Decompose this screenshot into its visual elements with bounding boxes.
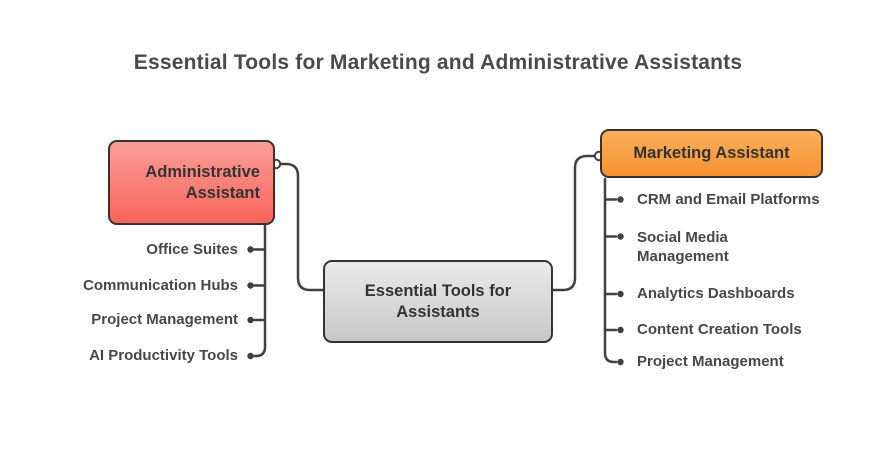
branch-dot	[617, 326, 624, 334]
node-root-essential-tools: Essential Tools for Assistants	[323, 260, 553, 343]
leaf-crm-email-platforms: CRM and Email Platforms	[637, 191, 820, 208]
marketing-branch-spine	[603, 177, 618, 364]
branch-dot	[617, 196, 624, 203]
node-label: Administrative Assistant	[145, 162, 260, 202]
node-label: Marketing Assistant	[633, 144, 790, 162]
leaf-communication-hubs: Communication Hubs	[82, 277, 238, 294]
leaf-project-management-marketing: Project Management	[637, 353, 784, 370]
node-marketing-assistant: Marketing Assistant	[600, 129, 823, 178]
leaf-office-suites: Office Suites	[146, 241, 238, 258]
leaf-project-management-admin: Project Management	[91, 311, 238, 328]
leaf-analytics-dashboards: Analytics Dashboards	[637, 285, 795, 302]
branch-dot	[247, 316, 254, 324]
branch-dot	[247, 352, 254, 360]
diagram-title: Essential Tools for Marketing and Admini…	[133, 51, 743, 74]
leaf-social-media-management: Social Media Management	[637, 229, 729, 265]
node-administrative-assistant: Administrative Assistant	[108, 140, 275, 225]
connector-root-to-marketing	[551, 154, 599, 292]
node-label: Essential Tools for Assistants	[364, 281, 512, 321]
leaf-content-creation-tools: Content Creation Tools	[637, 321, 802, 338]
branch-dot	[617, 233, 624, 240]
branch-dot	[247, 282, 254, 289]
leaf-ai-productivity-tools: AI Productivity Tools	[89, 347, 238, 364]
branch-dot	[617, 290, 624, 298]
branch-dot	[247, 246, 254, 253]
branch-dot	[617, 358, 624, 366]
connector-admin-to-root	[274, 162, 325, 292]
admin-branch-spine	[252, 222, 267, 358]
